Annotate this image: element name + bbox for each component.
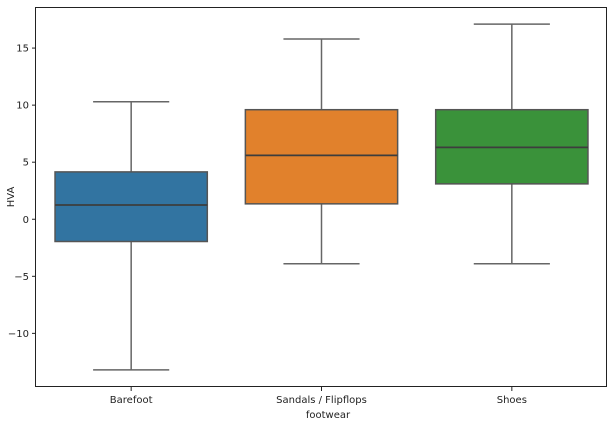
y-tick-label: 0 — [23, 215, 29, 226]
x-tick-label: Shoes — [497, 395, 527, 406]
x-tick-label: Barefoot — [110, 395, 153, 406]
y-tick-label: 10 — [16, 101, 29, 112]
plot-area — [54, 23, 589, 371]
y-axis-label: HVA — [6, 187, 17, 208]
x-axis: Barefoot Sandals / Flipflops Shoes — [110, 387, 527, 406]
y-tick-label: 5 — [23, 158, 29, 169]
iqr-box — [54, 171, 209, 243]
x-axis-label: footwear — [306, 410, 351, 421]
y-tick-label: −5 — [14, 272, 29, 283]
y-tick-label: 15 — [16, 44, 29, 55]
axes-frame — [35, 7, 607, 387]
y-tick-label: −10 — [8, 329, 29, 340]
box-sandals-flipflops — [244, 38, 399, 265]
box-barefoot — [54, 100, 209, 371]
box-shoes — [434, 23, 589, 265]
iqr-box — [244, 108, 399, 205]
x-tick-label: Sandals / Flipflops — [276, 395, 367, 406]
